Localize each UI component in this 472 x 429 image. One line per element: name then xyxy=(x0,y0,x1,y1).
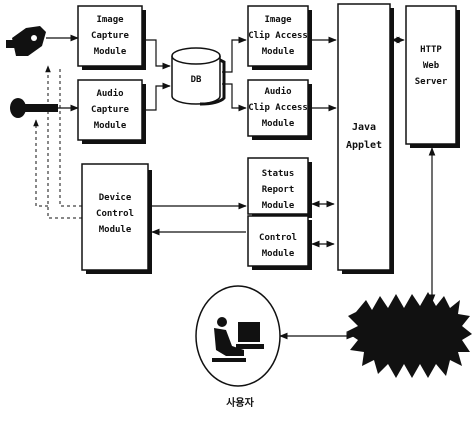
http-server-label-3: Server xyxy=(415,77,448,87)
audio-clip-access-label-2: Clip Access xyxy=(248,102,308,113)
audio-clip-access-label-1: Audio xyxy=(264,86,291,97)
control-label-2: Module xyxy=(262,249,295,259)
db-label: DB xyxy=(191,75,202,85)
http-server-label-1: HTTP xyxy=(420,45,442,55)
audio-capture-label-3: Module xyxy=(94,121,127,131)
image-capture-label-3: Module xyxy=(94,47,127,57)
dashed-control-lines xyxy=(36,66,82,218)
image-clip-access-label-1: Image xyxy=(264,15,292,25)
audio-capture-label-2: Capture xyxy=(91,105,130,115)
network-cloud-icon xyxy=(346,292,472,378)
user-label: 사용자 xyxy=(226,396,254,409)
java-applet-label-2: Applet xyxy=(346,140,382,151)
input-arrows xyxy=(46,38,78,108)
control-label-1: Control xyxy=(259,233,297,243)
audio-clip-access-label-3: Module xyxy=(262,119,295,129)
audio-capture-label-1: Audio xyxy=(96,88,123,99)
status-report-label-3: Module xyxy=(262,201,295,211)
status-report-label-2: Report xyxy=(262,185,295,195)
http-server-label-2: Web xyxy=(423,61,440,71)
user-icon xyxy=(196,286,280,386)
image-capture-label-1: Image xyxy=(96,15,124,25)
camera-icon xyxy=(6,26,46,56)
image-clip-access-label-2: Clip Access xyxy=(248,30,308,41)
image-capture-label-2: Capture xyxy=(91,31,130,41)
java-applet-label-1: Java xyxy=(352,122,376,133)
status-report-label-1: Status xyxy=(262,169,295,179)
device-control-label-3: Module xyxy=(99,225,132,235)
image-clip-access-label-3: Module xyxy=(262,47,295,57)
device-control-label-2: Control xyxy=(96,209,134,219)
microphone-icon xyxy=(10,98,58,118)
device-control-label-1: Device xyxy=(99,192,132,203)
